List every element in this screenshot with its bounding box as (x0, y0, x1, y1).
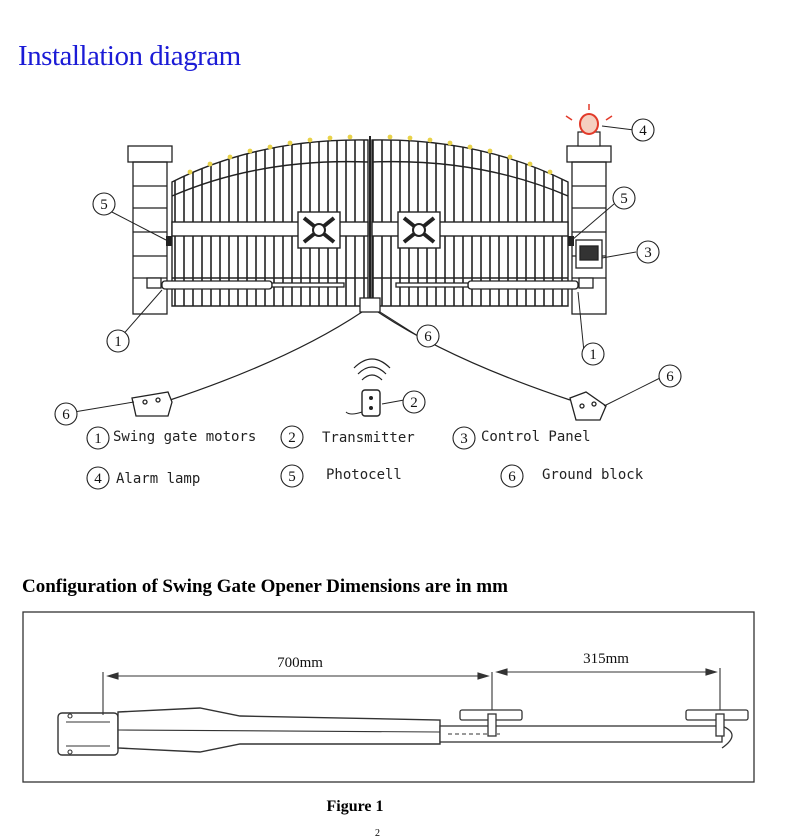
ground-block-right-icon (569, 391, 607, 421)
legend-label-control-panel: Control Panel (481, 429, 591, 445)
swing-gate-motor-right (395, 277, 594, 290)
figure-frame (22, 611, 755, 783)
legend: 1 2 3 4 5 6 Swing gate motors Transmitte… (86, 425, 644, 490)
right-swing-arc (377, 311, 571, 401)
legend-num-1: 1 (94, 431, 102, 447)
callout-ground-block-left: 6 (62, 407, 70, 423)
opener-dimension-drawing (57, 668, 749, 756)
callout-motor-right: 1 (589, 347, 597, 363)
control-panel-box (575, 239, 603, 269)
callout-leaders (73, 125, 661, 413)
callout-alarm-lamp: 4 (639, 123, 647, 139)
section-title: Configuration of Swing Gate Opener Dimen… (22, 576, 508, 597)
ground-block-left-icon (131, 391, 173, 417)
callout-photocell-right: 5 (620, 191, 628, 207)
callout-ground-block-right: 6 (666, 369, 674, 385)
swing-gate-motor-left (146, 277, 345, 290)
center-ground-stop (359, 297, 381, 313)
legend-label-alarm-lamp: Alarm lamp (116, 471, 200, 487)
gate-spikes (187, 134, 553, 175)
legend-num-4: 4 (94, 471, 102, 487)
callout-ground-block-center: 6 (424, 329, 432, 345)
page-number: 2 (375, 828, 380, 839)
figure-caption: Figure 1 (326, 798, 384, 815)
legend-num-6: 6 (508, 469, 516, 485)
dimension-315: 315mm (583, 651, 629, 667)
legend-label-ground-block: Ground block (542, 467, 644, 483)
gate-right-leaf (371, 139, 569, 307)
photocell-left-icon (166, 236, 172, 246)
left-swing-arc (169, 311, 363, 401)
callout-control-panel: 3 (644, 245, 652, 261)
photocell-right-icon (568, 236, 574, 246)
gate-left-leaf (171, 139, 369, 307)
alarm-lamp-icon (565, 104, 613, 147)
legend-label-photocell: Photocell (326, 467, 402, 483)
legend-num-2: 2 (288, 430, 296, 446)
legend-label-transmitter: Transmitter (322, 430, 415, 446)
legend-label-swing-gate-motors: Swing gate motors (113, 429, 256, 445)
callout-photocell-left: 5 (100, 197, 108, 213)
page-title: Installation diagram (18, 40, 241, 72)
dimension-700: 700mm (277, 655, 323, 671)
callout-transmitter: 2 (410, 395, 418, 411)
callout-motor-left: 1 (114, 334, 122, 350)
transmitter-remote-icon (345, 358, 391, 417)
legend-num-3: 3 (460, 431, 468, 447)
legend-num-5: 5 (288, 469, 296, 485)
